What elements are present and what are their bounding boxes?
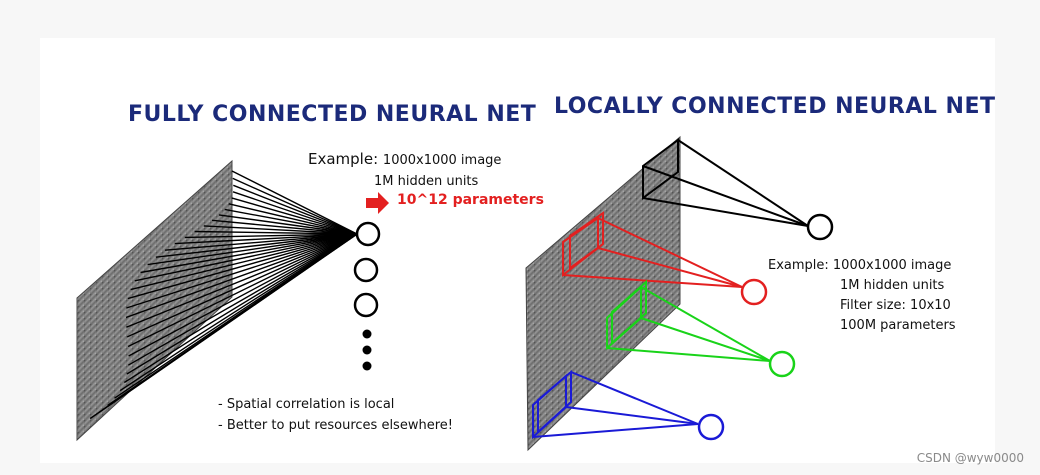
connection-line	[211, 219, 358, 235]
right-example-line3: Filter size: 10x10	[840, 298, 951, 313]
right-example-line2: 1M hidden units	[840, 278, 945, 293]
red-arrow-icon	[366, 192, 389, 214]
connection-line	[127, 233, 358, 300]
right-input-image	[525, 135, 681, 452]
connection-line	[147, 233, 358, 266]
connection-line	[126, 233, 358, 309]
connection-line	[126, 233, 358, 375]
right-title: LOCALLY CONNECTED NEURAL NET	[554, 94, 996, 119]
connection-line	[164, 233, 358, 251]
connection-line	[224, 208, 358, 235]
connection-line	[233, 184, 358, 235]
green-filter	[606, 279, 796, 378]
left-example-line2: 1M hidden units	[374, 174, 479, 189]
watermark: CSDN @wyw0000	[916, 451, 1024, 465]
connection-line	[228, 203, 358, 235]
right-example-line4: 100M parameters	[840, 318, 956, 333]
hidden-unit-1	[355, 221, 381, 247]
ellipsis-dot-1	[362, 329, 372, 339]
ellipsis-dot-3	[362, 361, 372, 371]
full-connection-lines	[89, 170, 358, 420]
ellipsis-dot-2	[362, 345, 372, 355]
hidden-unit-3	[353, 292, 379, 318]
connection-line	[231, 197, 358, 235]
connection-line	[89, 233, 358, 420]
connection-line	[130, 233, 358, 291]
left-example: Example: 1000x1000 image 1M hidden units	[308, 149, 501, 192]
connection-line	[203, 225, 358, 235]
blue-filter	[532, 369, 725, 441]
connection-line	[126, 233, 358, 338]
connection-line	[140, 233, 358, 274]
note-line-1: - Spatial correlation is local	[218, 397, 395, 412]
connection-line	[128, 233, 358, 357]
left-title: FULLY CONNECTED NEURAL NET	[128, 102, 537, 127]
left-params-text: 10^12 parameters	[397, 192, 544, 208]
connection-line	[134, 233, 358, 282]
connection-line	[127, 233, 358, 348]
hidden-unit-2	[353, 257, 379, 283]
connection-line	[232, 177, 358, 235]
note-line-2: - Better to put resources elsewhere!	[218, 418, 453, 433]
red-filter	[562, 211, 768, 306]
connection-line	[125, 233, 358, 319]
connection-line	[155, 233, 358, 258]
connection-line	[194, 230, 358, 235]
connection-line	[218, 214, 358, 235]
black-filter	[642, 138, 834, 241]
left-notes: - Spatial correlation is local - Better …	[218, 394, 453, 436]
connection-line	[123, 233, 358, 384]
connection-line	[127, 233, 358, 366]
left-example-label: Example:	[308, 150, 379, 168]
connection-line	[232, 191, 358, 235]
right-example: Example: 1000x1000 image 1M hidden units…	[768, 256, 956, 336]
connection-line	[184, 233, 358, 239]
left-example-line1: 1000x1000 image	[382, 153, 502, 168]
left-input-image	[76, 159, 233, 442]
connection-line	[174, 233, 358, 245]
connection-line	[231, 170, 358, 235]
right-example-line1: Example: 1000x1000 image	[768, 258, 952, 273]
connection-line	[126, 233, 358, 328]
